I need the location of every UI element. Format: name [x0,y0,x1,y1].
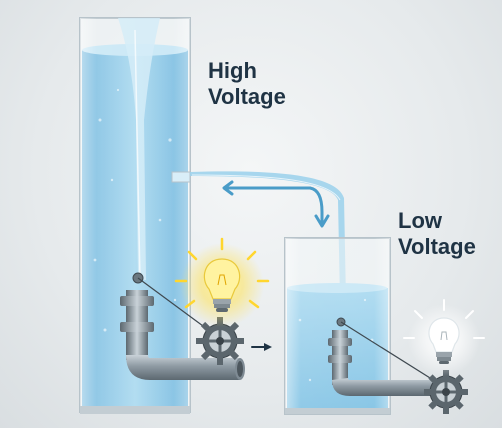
gear-wheel-icon [196,317,244,365]
light-bulb-icon [174,237,270,327]
low-voltage-label: Low Voltage [398,208,476,260]
high-voltage-label-line2: Voltage [208,84,286,109]
overflow-stream [171,171,346,300]
low-voltage-label-line1: Low [398,208,442,233]
tall-water-tank [79,17,191,414]
high-pressure-pipe [120,272,245,380]
light-bulb-icon [403,299,485,376]
high-voltage-label: High Voltage [208,58,286,110]
arrow-icon [251,343,272,351]
arrow-icon [222,180,330,228]
gear-wheel-icon [424,370,468,414]
high-voltage-label-line1: High [208,58,257,83]
low-pressure-pipe [328,317,440,396]
low-voltage-label-line2: Voltage [398,234,476,259]
